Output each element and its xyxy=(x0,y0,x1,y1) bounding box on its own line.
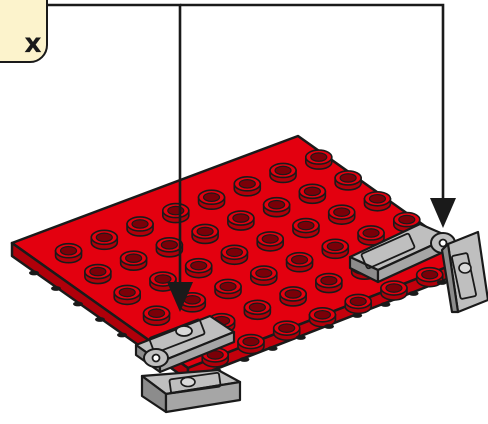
plate-stud xyxy=(264,198,290,217)
plate-stud xyxy=(274,321,300,340)
plate-stud xyxy=(221,245,247,264)
plate-stud xyxy=(322,239,348,258)
plate-edge-bump xyxy=(239,357,249,362)
plate-stud xyxy=(364,192,390,211)
plate-stud xyxy=(121,251,147,270)
plate-stud xyxy=(114,285,140,304)
plate-stud xyxy=(329,205,355,224)
plate-stud xyxy=(306,150,332,169)
plate-stud xyxy=(228,211,254,230)
plate-stud xyxy=(316,274,342,293)
plate-stud xyxy=(299,184,325,203)
plate-stud xyxy=(56,244,82,263)
plate-stud xyxy=(335,171,361,190)
multiplier-label: x xyxy=(12,12,60,75)
plate-stud xyxy=(293,219,319,238)
plate-stud xyxy=(144,306,170,325)
plate-stud xyxy=(163,204,189,223)
plate-edge-bump xyxy=(296,335,306,340)
left-hinge-bottom-stud xyxy=(181,378,195,387)
plate-stud xyxy=(345,294,371,313)
plate-stud xyxy=(127,217,153,236)
plate-stud xyxy=(234,177,260,196)
plate-stud xyxy=(381,281,407,300)
plate-stud xyxy=(270,163,296,182)
plate-stud xyxy=(85,265,111,284)
plate-stud xyxy=(215,279,241,298)
plate-edge-bump xyxy=(409,291,419,296)
plate-stud xyxy=(287,253,313,272)
plate-stud xyxy=(156,238,182,257)
plate-edge-bump xyxy=(352,313,362,318)
plate-stud xyxy=(91,230,117,249)
plate-stud xyxy=(186,259,212,278)
plate-edge-bump xyxy=(95,317,105,322)
left-hinge-stud xyxy=(176,326,192,336)
plate-edge-bump xyxy=(73,302,83,307)
plate-stud xyxy=(199,190,225,209)
plate-edge-bump xyxy=(324,324,334,329)
plate-stud xyxy=(280,287,306,306)
plate-edge-bump xyxy=(29,271,39,276)
plate-stud xyxy=(192,224,218,243)
plate-stud xyxy=(257,232,283,251)
plate-edge-bump xyxy=(51,286,61,291)
plate-edge-bump xyxy=(117,333,127,338)
plate-stud xyxy=(251,266,277,285)
plate-stud xyxy=(238,335,264,354)
right-hinge-bottom-stud xyxy=(459,263,471,273)
plate-edge-bump xyxy=(380,302,390,307)
plate-edge-bump xyxy=(437,280,447,285)
plate-stud xyxy=(244,300,270,319)
right-placement-arrowhead xyxy=(430,198,456,228)
left-hinge-pin xyxy=(153,355,160,362)
plate-edge-bump xyxy=(268,346,278,351)
plate-stud xyxy=(309,308,335,327)
